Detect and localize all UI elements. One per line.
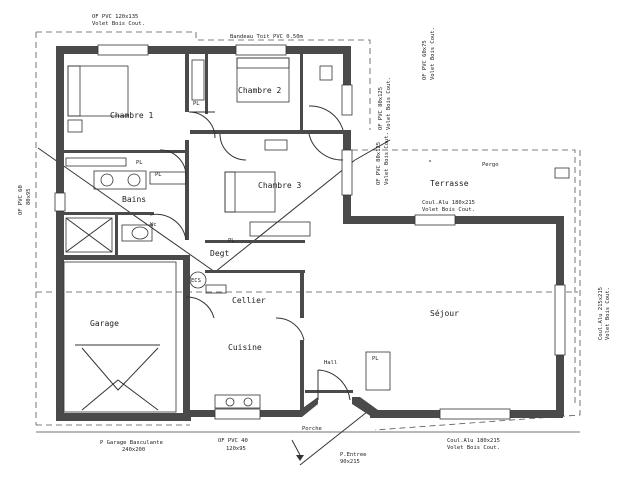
note-sejour-win-1: Coul.Alu 180x215 (447, 438, 500, 444)
room-pergo-label: Pergo (482, 162, 499, 168)
marks: PL PL PL PL PL ECS (136, 101, 379, 362)
room-labels: Chambre 1 Chambre 2 Chambre 3 Bains Wc D… (90, 86, 499, 432)
diagonal-lines (37, 139, 391, 466)
pl-ch2-mark: PL (193, 101, 200, 107)
note-right-a-2: Volet Bois Cout. (430, 27, 436, 80)
ecs-mark: ECS (191, 278, 201, 284)
pl-bains-mark: PL (136, 160, 143, 166)
room-hall-label: Hall (324, 360, 337, 366)
room-chambre1-label: Chambre 1 (110, 111, 154, 120)
note-terrasse-2: Volet Bois Cout. (422, 207, 475, 213)
note-garage-door-2: 240x200 (122, 447, 145, 453)
room-sejour-label: Séjour (430, 308, 459, 318)
room-cuisine-label: Cuisine (228, 343, 262, 352)
pl-bains2-mark: PL (155, 172, 162, 178)
roof-outline (35, 31, 581, 433)
note-kitchen-win-2: 120x95 (226, 446, 246, 452)
note-east-1: Coul.Alu 215x215 (598, 287, 604, 340)
room-chambre2-label: Chambre 2 (238, 86, 282, 95)
room-cellier-label: Cellier (232, 296, 266, 305)
room-bains-label: Bains (122, 195, 146, 204)
note-kitchen-win-1: OF PVC 40 (218, 438, 248, 444)
note-terrasse-1: Coul.Alu 180x215 (422, 200, 475, 206)
note-right-c-1: OF PVC 80x125 (376, 142, 382, 185)
room-wc-label: Wc (150, 222, 157, 228)
pl-ch3-mark: PL (228, 238, 235, 244)
note-right-b-2: Volet Bois Cout. (386, 77, 392, 130)
room-terrasse-label: Terrasse (430, 179, 469, 188)
pl-hall-mark: PL (372, 356, 379, 362)
opening-notes: OF PVC 120x135 Volet Bois Cout. Bandeau … (18, 14, 611, 465)
note-right-a-1: OF PVC 60x75 (422, 40, 428, 80)
room-garage-label: Garage (90, 319, 119, 328)
interior-walls (64, 54, 353, 412)
note-right-c-2: Volet Bois Cout. (384, 132, 390, 185)
entrance-arrow (291, 439, 304, 461)
note-sejour-win-2: Volet Bois Cout. (447, 445, 500, 451)
note-garage-door-1: P Garage Basculante (100, 440, 163, 446)
note-left-1: OF PVC 60 (18, 185, 24, 215)
note-top-left-2: Volet Bois Cout. (92, 21, 145, 27)
windows (54, 44, 566, 420)
note-left-2: 80x95 (26, 188, 32, 205)
room-chambre3-label: Chambre 3 (258, 181, 302, 190)
note-east-2: Volet Bois Cout. (605, 287, 611, 340)
note-right-b-1: OF PVC 80x125 (378, 87, 384, 130)
note-top-left-1: OF PVC 120x135 (92, 14, 138, 20)
room-degt-label: Degt (210, 249, 229, 258)
note-entree-1: P.Entree (340, 452, 367, 458)
note-entree-2: 90x215 (340, 459, 360, 465)
note-bandeau: Bandeau Toit PVC 0.50m (230, 34, 304, 40)
room-porche-label: Porche (302, 426, 322, 432)
fixtures (65, 57, 570, 409)
